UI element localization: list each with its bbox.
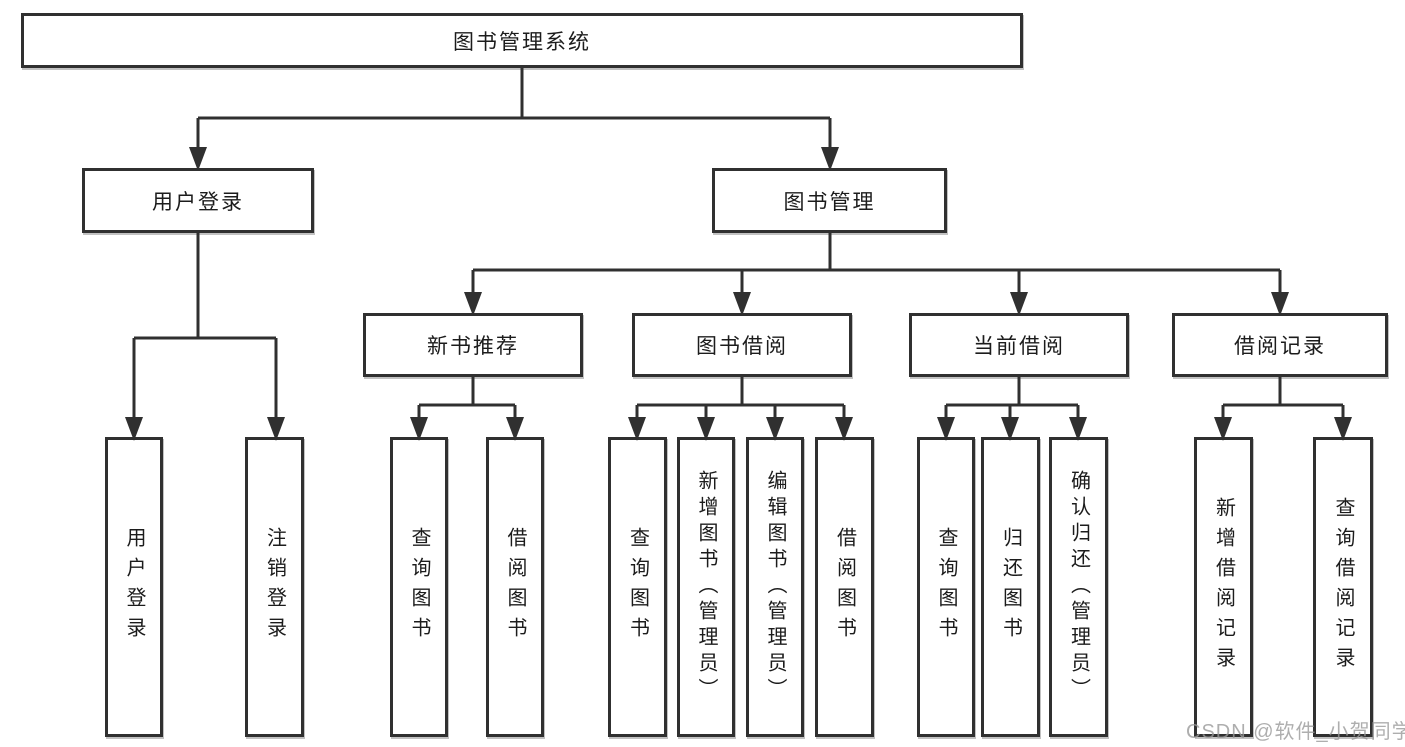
leaf-return-books: 归还图书 xyxy=(981,437,1040,737)
leaf-add-books-admin: 新增图书（管理员） xyxy=(677,437,735,737)
node-label: 用户登录 xyxy=(152,190,244,214)
leaf-label: 新增图书（管理员） xyxy=(695,470,717,704)
node-label: 当前借阅 xyxy=(973,335,1065,358)
leaf-user-login: 用户登录 xyxy=(105,437,163,737)
leaf-label: 借阅图书 xyxy=(504,527,526,647)
node-label: 图书借阅 xyxy=(696,335,788,358)
leaf-add-borrow-record: 新增借阅记录 xyxy=(1194,437,1253,737)
leaf-label: 查询图书 xyxy=(408,527,430,647)
leaf-borrow-books: 借阅图书 xyxy=(815,437,874,737)
node-label: 借阅记录 xyxy=(1234,335,1326,358)
node-new-book-recommend: 新书推荐 xyxy=(363,313,583,377)
leaf-label: 查询借阅记录 xyxy=(1332,497,1354,677)
leaf-edit-books-admin: 编辑图书（管理员） xyxy=(746,437,804,737)
leaf-label: 确认归还（管理员） xyxy=(1067,470,1090,704)
leaf-query-books-recommend: 查询图书 xyxy=(390,437,448,737)
leaf-label: 注销登录 xyxy=(263,527,286,647)
node-label: 新书推荐 xyxy=(427,335,519,358)
node-label: 图书管理 xyxy=(783,190,876,214)
leaf-label: 用户登录 xyxy=(123,527,145,647)
node-book-management: 图书管理 xyxy=(712,168,947,233)
leaf-query-books-current: 查询图书 xyxy=(917,437,975,737)
csdn-watermark: CSDN @软件_小贺同学 xyxy=(1186,721,1405,743)
leaf-borrow-books-recommend: 借阅图书 xyxy=(486,437,544,737)
node-current-borrow: 当前借阅 xyxy=(909,313,1129,377)
leaf-label: 归还图书 xyxy=(999,527,1022,647)
leaf-label: 编辑图书（管理员） xyxy=(764,470,786,704)
leaf-query-books-borrow: 查询图书 xyxy=(608,437,667,737)
leaf-label: 新增借阅记录 xyxy=(1212,497,1235,677)
leaf-confirm-return-admin: 确认归还（管理员） xyxy=(1049,437,1108,737)
leaf-logout: 注销登录 xyxy=(245,437,304,737)
leaf-label: 借阅图书 xyxy=(833,527,856,647)
leaf-label: 查询图书 xyxy=(626,527,649,647)
node-book-borrow: 图书借阅 xyxy=(632,313,852,377)
node-user-login: 用户登录 xyxy=(82,168,314,233)
node-book-management-system: 图书管理系统 xyxy=(21,13,1023,68)
node-label: 图书管理系统 xyxy=(453,30,591,54)
leaf-label: 查询图书 xyxy=(935,527,957,647)
node-borrow-record: 借阅记录 xyxy=(1172,313,1388,377)
leaf-query-borrow-record: 查询借阅记录 xyxy=(1313,437,1373,737)
